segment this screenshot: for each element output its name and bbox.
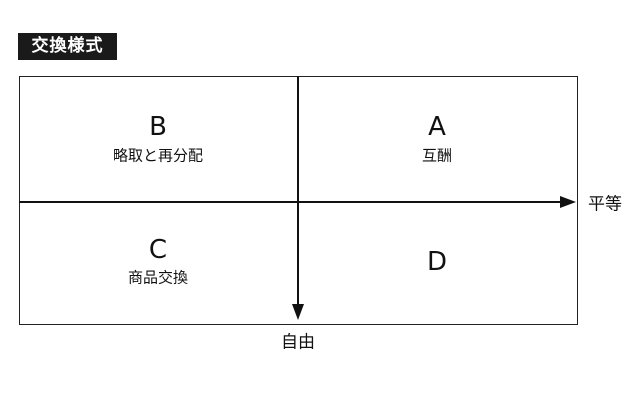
- x-axis-arrowhead: [560, 196, 576, 208]
- quadrant-a-letter: A: [428, 112, 446, 142]
- quadrant-b-label: 略取と再分配: [112, 146, 204, 165]
- quadrant-c-letter: C: [148, 235, 168, 265]
- y-axis-arrowhead: [292, 304, 304, 320]
- diagram-title: 交換様式: [18, 33, 117, 60]
- quadrant-a-label: 互酬: [421, 146, 453, 165]
- quadrant-b-letter: B: [149, 112, 167, 142]
- quadrant-c-label: 商品交換: [127, 268, 189, 287]
- quadrant-d-letter: D: [426, 247, 448, 277]
- y-axis-label: 自由: [281, 332, 315, 353]
- x-axis-label: 平等: [588, 194, 622, 215]
